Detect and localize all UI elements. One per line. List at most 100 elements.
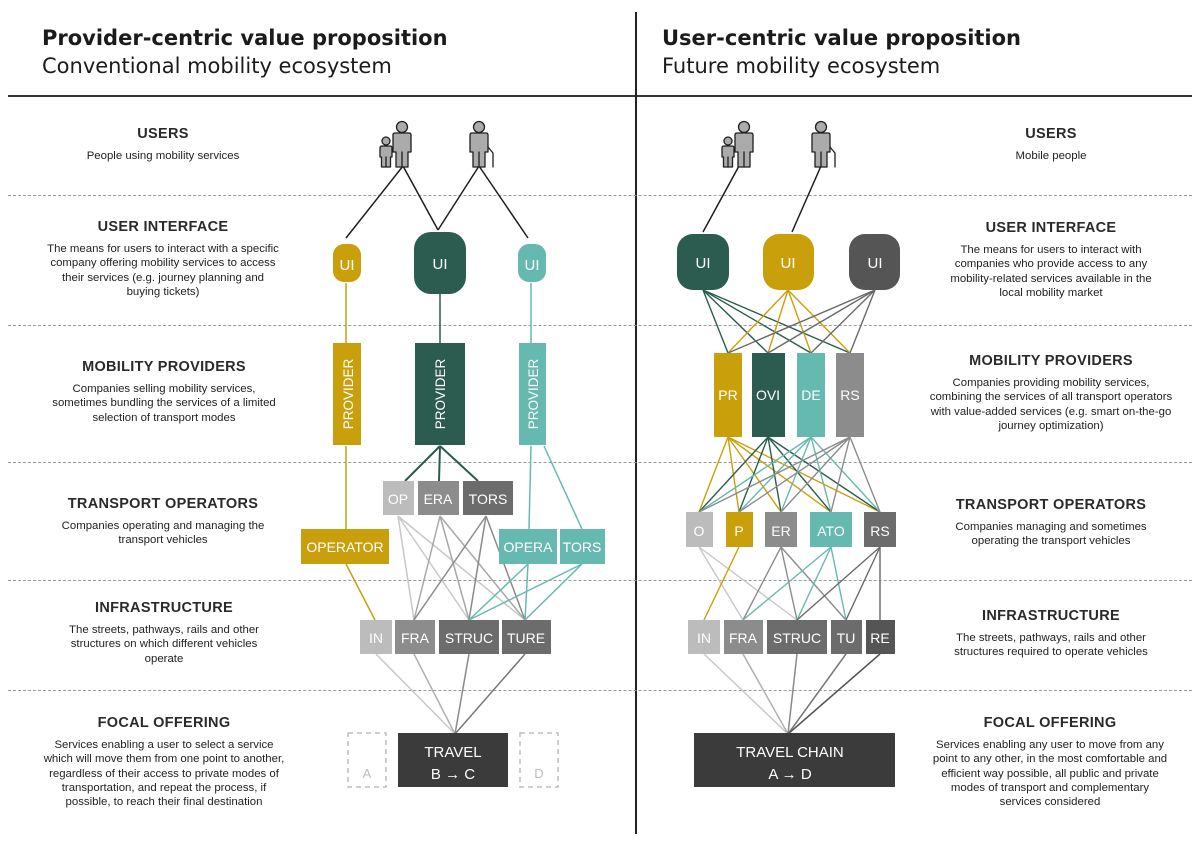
center-divider (635, 12, 637, 834)
ui-label: UI (433, 256, 448, 273)
layer-description: Companies providing mobility services, c… (929, 377, 1173, 432)
right-layer-user-interface: USER INTERFACE The means for users to in… (940, 220, 1162, 300)
ui-node-teal: UI (518, 244, 546, 282)
elderly-user-icon (811, 120, 836, 168)
connector (830, 436, 851, 513)
layer-description: Companies managing and sometimes operati… (955, 521, 1147, 548)
left-layer-infrastructure: INFRASTRUCTURE The streets, pathways, ra… (56, 600, 272, 666)
left-connectors (345, 165, 583, 735)
connector (703, 546, 740, 621)
connector (787, 653, 798, 735)
connector (439, 515, 470, 621)
layer-title: FOCAL OFFERING (97, 715, 231, 731)
parent-child-user-icon (721, 120, 754, 168)
operator-label: TORS (563, 539, 602, 555)
provider-label: PR (718, 387, 737, 403)
row-separator (8, 462, 1192, 463)
infrastructure-label: FRA (729, 630, 758, 646)
connector (454, 653, 526, 735)
ui-node-gold: UI (333, 244, 361, 282)
layer-title: TRANSPORT OPERATORS (67, 496, 259, 512)
layer-title: USERS (137, 126, 189, 142)
connector (780, 436, 851, 513)
offering-line2: B → C (431, 766, 475, 783)
provider-gold: PROVIDER (333, 343, 361, 445)
elderly-user-icon (469, 120, 494, 168)
infrastructure-label: RE (870, 630, 889, 646)
operator-label: TORS (469, 491, 508, 507)
layer-description: The means for users to interact with a s… (47, 243, 279, 298)
connector (703, 653, 789, 735)
provider-label: RS (840, 387, 859, 403)
left-providers: PROVIDER PROVIDER PROVIDER (333, 343, 546, 445)
left-title: Provider-centric value proposition (42, 26, 448, 50)
operator-label: P (734, 523, 743, 539)
connector (727, 289, 789, 354)
right-title: User-centric value proposition (662, 26, 1022, 50)
infrastructure-label: IN (369, 630, 383, 646)
layer-title: MOBILITY PROVIDERS (969, 353, 1133, 369)
connector (468, 563, 529, 621)
connector (780, 546, 798, 621)
layer-title: MOBILITY PROVIDERS (82, 359, 246, 375)
infrastructure-label: STRUC (445, 630, 493, 646)
connector (698, 436, 851, 513)
connector (437, 165, 480, 231)
connector (468, 563, 583, 621)
layer-description: Services enabling a user to select a ser… (43, 739, 285, 809)
offering-line2: A → D (768, 766, 812, 783)
left-layer-transport-operators: TRANSPORT OPERATORS Companies operating … (46, 496, 280, 548)
connector (702, 165, 740, 233)
connector (791, 165, 822, 233)
ui-label: UI (868, 255, 883, 272)
right-subtitle: Future mobility ecosystem (662, 54, 941, 78)
connector (742, 653, 789, 735)
connector (787, 653, 847, 735)
infrastructure-label: FRA (401, 630, 430, 646)
right-layer-infrastructure: INFRASTRUCTURE The streets, pathways, ra… (940, 608, 1162, 660)
connector (767, 436, 881, 513)
connector (485, 515, 526, 621)
layer-description: The means for users to interact with com… (950, 244, 1152, 299)
ghost-a-label: A (363, 766, 372, 781)
connector (478, 165, 529, 239)
left-layer-user-interface: USER INTERFACE The means for users to in… (46, 219, 280, 299)
ui-label: UI (340, 257, 355, 274)
right-connectors (698, 165, 881, 735)
layer-title: USERS (1025, 126, 1077, 142)
provider-label: PROVIDER (341, 358, 356, 429)
connector (702, 289, 851, 354)
operator-label: ER (771, 523, 790, 539)
operator-label: ATO (817, 523, 845, 539)
left-layer-focal-offering: FOCAL OFFERING Services enabling a user … (42, 715, 286, 809)
left-layer-mobility-providers: MOBILITY PROVIDERS Companies selling mob… (50, 359, 278, 425)
provider-label: OVI (756, 387, 780, 403)
layer-description: Mobile people (1015, 150, 1087, 162)
connector (438, 445, 441, 482)
connector (375, 653, 456, 735)
connector (787, 289, 812, 354)
header-rule (8, 95, 1192, 97)
connector (767, 289, 876, 354)
connector (702, 289, 729, 354)
left-layer-users: USERS People using mobility services (48, 126, 278, 163)
row-separator (8, 580, 1192, 581)
connector (345, 165, 404, 239)
left-ui-nodes: UI UI UI (333, 232, 546, 294)
provider-teal: PROVIDER (519, 343, 546, 445)
right-focal-offering: TRAVEL CHAIN A → D (694, 733, 895, 787)
operator-label: ERA (424, 491, 453, 507)
row-separator (8, 195, 1192, 196)
operator-label: RS (870, 523, 889, 539)
connector (404, 445, 441, 482)
provider-label: PROVIDER (433, 358, 448, 429)
infrastructure-label: STRUC (773, 630, 821, 646)
connector (845, 546, 881, 621)
infrastructure-label: TU (837, 630, 856, 646)
connector (397, 515, 415, 621)
connector (810, 436, 832, 513)
connector (698, 436, 769, 513)
ui-node-green: UI (414, 232, 466, 294)
ui-label: UI (525, 257, 540, 274)
